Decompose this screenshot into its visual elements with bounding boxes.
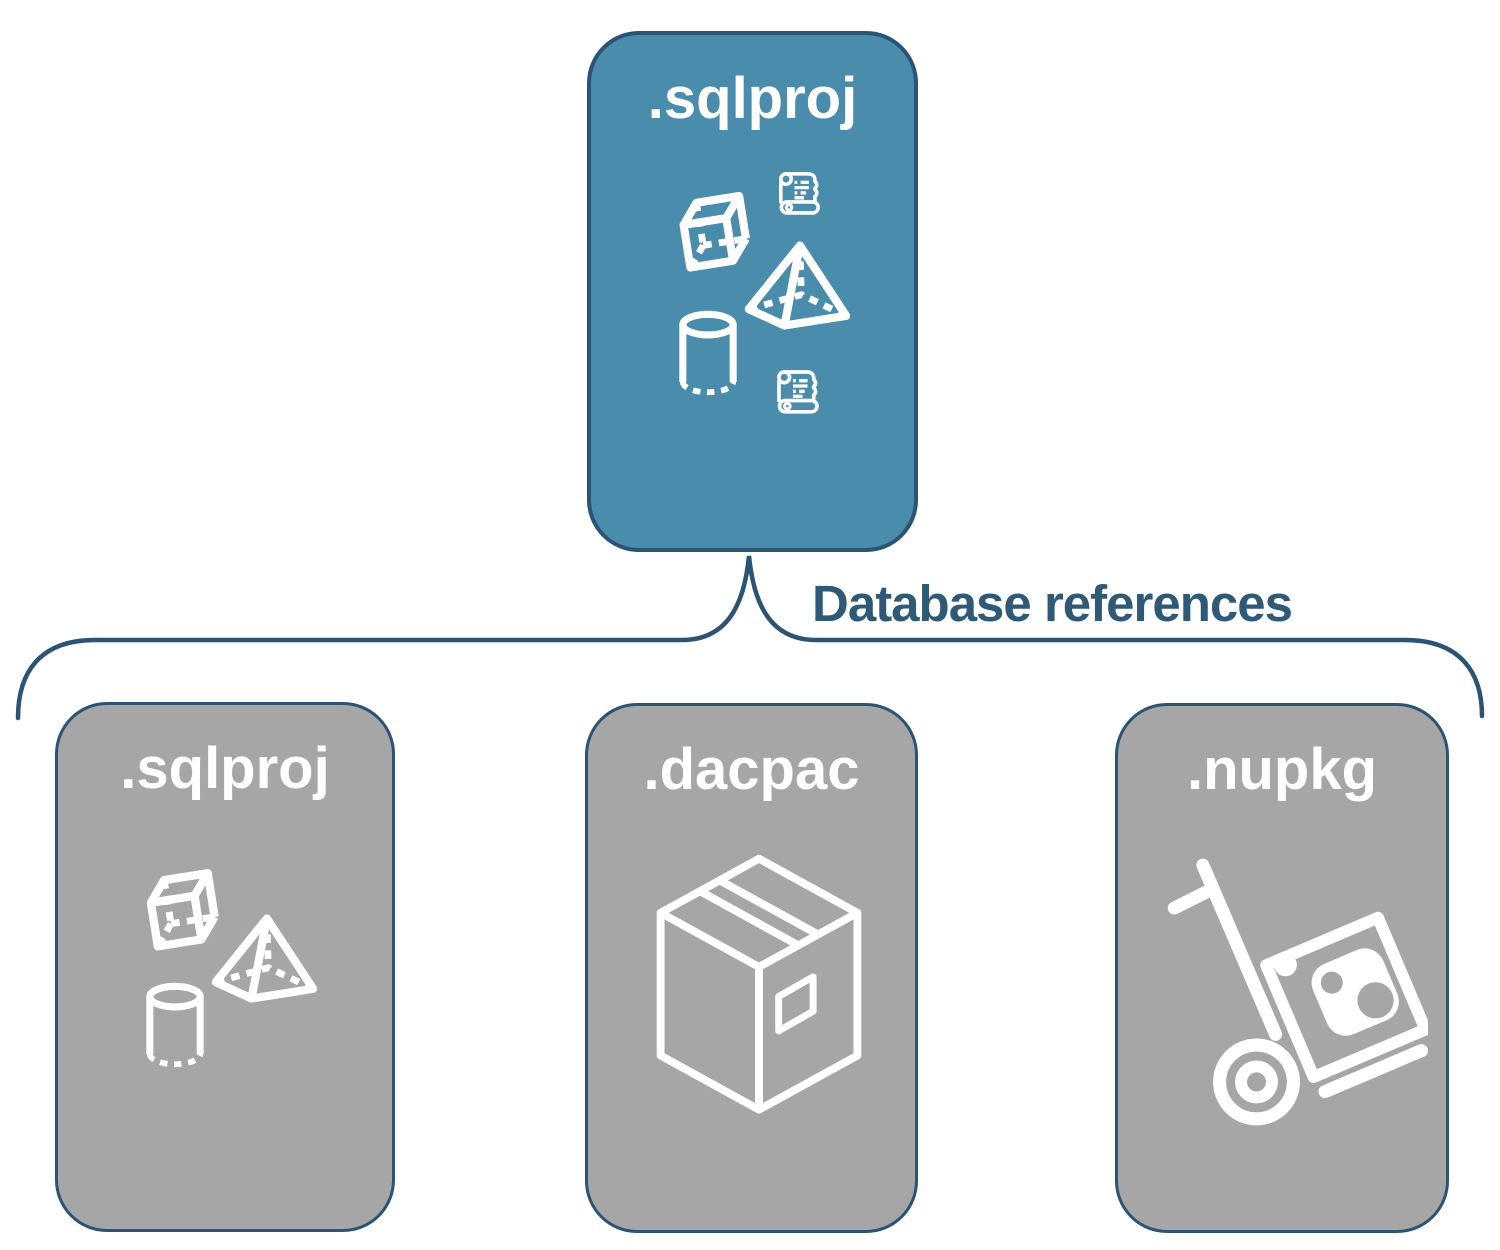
node-child-dacpac: .dacpac: [585, 703, 918, 1233]
pyramid-icon: [211, 911, 317, 1006]
node-child-nupkg: .nupkg: [1115, 703, 1449, 1233]
cylinder-icon: [142, 982, 208, 1069]
nuget-handcart-icon: [1166, 858, 1428, 1132]
database-references-label: Database references: [812, 575, 1293, 632]
node-title: .nupkg: [1186, 737, 1378, 802]
cylinder-icon: [675, 310, 741, 397]
node-root-sqlproj: .sqlproj: [587, 31, 918, 552]
node-title: .sqlproj: [647, 66, 858, 131]
scroll-icon: [777, 370, 819, 414]
node-title: .dacpac: [643, 737, 860, 802]
node-child-sqlproj: .sqlproj: [55, 702, 395, 1232]
scroll-icon: [779, 172, 820, 215]
node-title: .sqlproj: [120, 736, 330, 801]
package-box-icon: [636, 839, 882, 1122]
pyramid-icon: [744, 238, 850, 333]
